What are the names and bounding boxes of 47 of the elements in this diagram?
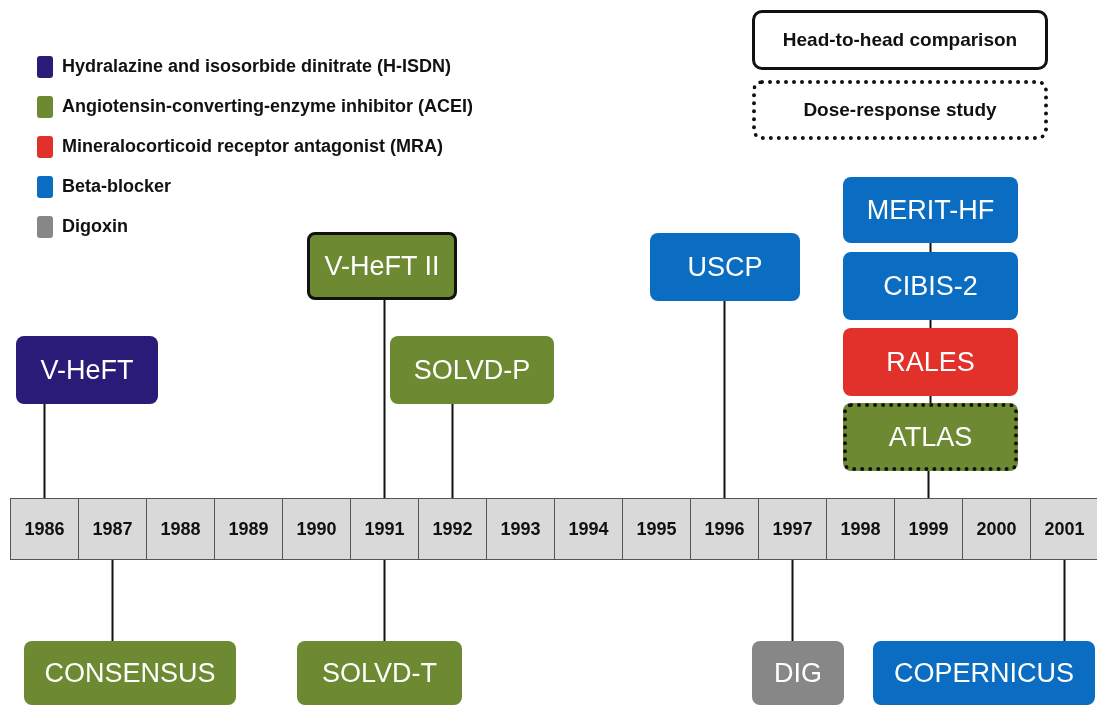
trial-box: MERIT-HF — [843, 177, 1018, 243]
leader-line — [927, 470, 930, 499]
leader-line — [383, 299, 386, 499]
trial-box: V-HeFT — [16, 336, 158, 404]
year-cell: 1998 — [826, 498, 895, 560]
trial-box: ATLAS — [843, 403, 1018, 471]
trial-box: COPERNICUS — [873, 641, 1095, 705]
year-cell: 2000 — [962, 498, 1031, 560]
legend-label: Digoxin — [62, 216, 128, 237]
legend-label: Angiotensin-converting-enzyme inhibitor (ACEI) — [62, 96, 473, 117]
year-cell: 2001 — [1030, 498, 1097, 560]
year-cell: 1990 — [282, 498, 351, 560]
legend-sample-box: Head-to-head comparison — [752, 10, 1048, 70]
leader-line — [929, 319, 932, 329]
year-cell: 1993 — [486, 498, 555, 560]
year-cell: 1997 — [758, 498, 827, 560]
legend-label: Mineralocorticoid receptor antagonist (MRA) — [62, 136, 444, 157]
trial-box: SOLVD-T — [297, 641, 462, 705]
legend-sample-box: Dose-response study — [752, 80, 1048, 140]
leader-line — [929, 395, 932, 404]
leader-line — [111, 559, 114, 642]
leader-line — [451, 403, 454, 499]
trial-box: CONSENSUS — [24, 641, 236, 705]
leader-line — [929, 242, 932, 253]
trial-box: USCP — [650, 233, 800, 301]
year-cell: 1991 — [350, 498, 419, 560]
trial-box: RALES — [843, 328, 1018, 396]
trial-box: DIG — [752, 641, 844, 705]
year-cell: 1999 — [894, 498, 963, 560]
year-cell: 1994 — [554, 498, 623, 560]
year-cell: 1989 — [214, 498, 283, 560]
legend-label: Beta-blocker — [62, 176, 172, 197]
leader-line — [43, 403, 46, 499]
year-cell: 1986 — [10, 498, 79, 560]
year-cell: 1996 — [690, 498, 759, 560]
leader-line — [723, 300, 726, 499]
year-cell: 1987 — [78, 498, 147, 560]
year-cell: 1992 — [418, 498, 487, 560]
trial-box: SOLVD-P — [390, 336, 554, 404]
year-cell: 1988 — [146, 498, 215, 560]
leader-line — [383, 559, 386, 642]
legend-label: Hydralazine and isosorbide dinitrate (H-ISDN) — [62, 56, 452, 77]
year-cell: 1995 — [622, 498, 691, 560]
leader-line — [1063, 559, 1066, 642]
trial-box: V-HeFT II — [307, 232, 457, 300]
leader-line — [791, 559, 794, 642]
trial-box: CIBIS-2 — [843, 252, 1018, 320]
